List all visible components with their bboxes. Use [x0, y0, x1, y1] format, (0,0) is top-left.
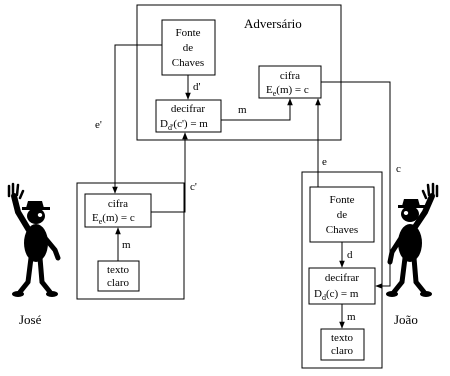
joao-decipher-label: decifrar — [325, 272, 360, 284]
joao-plaintext-line2: claro — [331, 345, 353, 357]
adversary-frame — [136, 4, 342, 141]
label-d: d — [347, 249, 353, 261]
label-c-prime: c' — [190, 181, 197, 193]
adversary-cipher-label: cifra — [280, 70, 300, 82]
adversary-cipher-box: cifra Ee(m) = c — [258, 65, 322, 99]
label-m-jose: m — [122, 239, 131, 251]
joao-name: João — [394, 312, 418, 327]
jose-plaintext-box: texto claro — [97, 260, 140, 292]
adversary-decipher-label: decifrar — [171, 103, 206, 115]
adversary-title: Adversário — [244, 16, 302, 31]
arrow-c-prime — [151, 132, 188, 213]
jose-plaintext-line1: texto — [107, 264, 129, 276]
joao-figure — [386, 182, 439, 297]
arrow-m-adversary — [221, 98, 293, 121]
jose-frame — [76, 182, 185, 300]
adversary-decipher-formula: Dd'(c') = m — [160, 118, 208, 132]
adversary-key-source-line1: Fonte — [175, 27, 200, 39]
joao-key-source-line2: de — [337, 209, 348, 221]
arrow-e-prime — [112, 44, 162, 194]
label-d-prime: d' — [193, 81, 201, 93]
joao-frame — [301, 171, 383, 369]
adversary-key-source-box: Fonte de Chaves — [161, 19, 216, 76]
joao-plaintext-line1: texto — [331, 332, 353, 344]
joao-decipher-formula: Dd(c) = m — [314, 288, 359, 302]
adversary-decipher-box: decifrar Dd'(c') = m — [155, 99, 222, 133]
adversary-key-source-line2: de — [183, 42, 194, 54]
jose-figure — [7, 182, 61, 297]
jose-cipher-label: cifra — [108, 198, 128, 210]
joao-plaintext-box: texto claro — [320, 328, 365, 361]
label-m-adversary: m — [238, 104, 247, 116]
joao-decipher-box: decifrar Dd(c) = m — [308, 267, 376, 305]
joao-key-source-box: Fonte de Chaves — [309, 186, 375, 243]
arrow-c — [321, 81, 391, 289]
adversary-cipher-formula: Ee(m) = c — [266, 84, 309, 98]
jose-plaintext-line2: claro — [107, 277, 129, 289]
joao-key-source-line3: Chaves — [326, 224, 358, 236]
label-e: e — [322, 156, 327, 168]
label-e-prime: e' — [95, 119, 102, 131]
label-c: c — [396, 163, 401, 175]
jose-name: José — [19, 312, 42, 327]
jose-cipher-box: cifra Ee(m) = c — [84, 193, 152, 228]
jose-cipher-formula: Ee(m) = c — [92, 212, 135, 226]
adversary-key-source-line3: Chaves — [172, 57, 204, 69]
label-m-joao: m — [347, 311, 356, 323]
joao-key-source-line1: Fonte — [329, 194, 354, 206]
